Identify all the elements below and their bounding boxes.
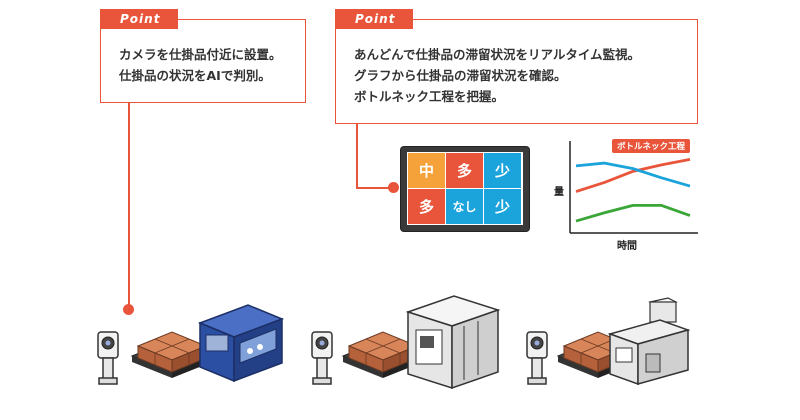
andon-cell: 中: [408, 153, 445, 188]
connector-right-vertical: [356, 124, 358, 188]
callout-line: グラフから仕掛品の滞留状況を確認。: [354, 68, 567, 83]
callout-line: ボトルネック工程を把握。: [354, 89, 505, 104]
andon-cell: 多: [446, 153, 483, 188]
callout-line: あんどんで仕掛品の滞留状況をリアルタイム監視。: [354, 47, 641, 62]
connector-right-horizontal: [356, 187, 392, 189]
x-axis-label: 時間: [617, 241, 637, 252]
andon-monitor: 中 多 少 多 なし 少: [401, 147, 529, 231]
andon-screen: 中 多 少 多 なし 少: [407, 152, 523, 225]
series-line-0: [575, 158, 691, 193]
machine-icon: [607, 297, 691, 386]
point-tag: Point: [100, 9, 179, 29]
connector-left: [128, 103, 130, 308]
point-tag: Point: [335, 9, 414, 29]
andon-cell: 多: [408, 189, 445, 224]
andon-cell: なし: [446, 189, 483, 224]
callout-camera-placement: Point カメラを仕掛品付近に設置。 仕掛品の状況をAIで判別。: [100, 9, 306, 103]
machine-icon: [405, 295, 501, 390]
connector-dot-left: [123, 304, 134, 315]
series-line-1: [575, 161, 691, 188]
y-axis-label: 量: [554, 187, 564, 198]
camera-icon: [311, 331, 333, 385]
andon-cell: 少: [484, 189, 521, 224]
machine-icon: [197, 304, 285, 383]
factory-floor-illustration: [97, 295, 691, 390]
camera-icon: [97, 331, 119, 385]
callout-andon-monitoring: Point あんどんで仕掛品の滞留状況をリアルタイム監視。 グラフから仕掛品の滞…: [335, 9, 698, 124]
bottleneck-line-chart: [569, 141, 698, 234]
bottleneck-annotation: ボトルネック工程: [612, 139, 691, 153]
andon-cell: 少: [484, 153, 521, 188]
connector-dot-right: [388, 182, 399, 193]
series-line-2: [575, 204, 691, 223]
callout-line: 仕掛品の状況をAIで判別。: [119, 68, 271, 83]
camera-icon: [526, 331, 548, 385]
callout-line: カメラを仕掛品付近に設置。: [119, 47, 282, 62]
